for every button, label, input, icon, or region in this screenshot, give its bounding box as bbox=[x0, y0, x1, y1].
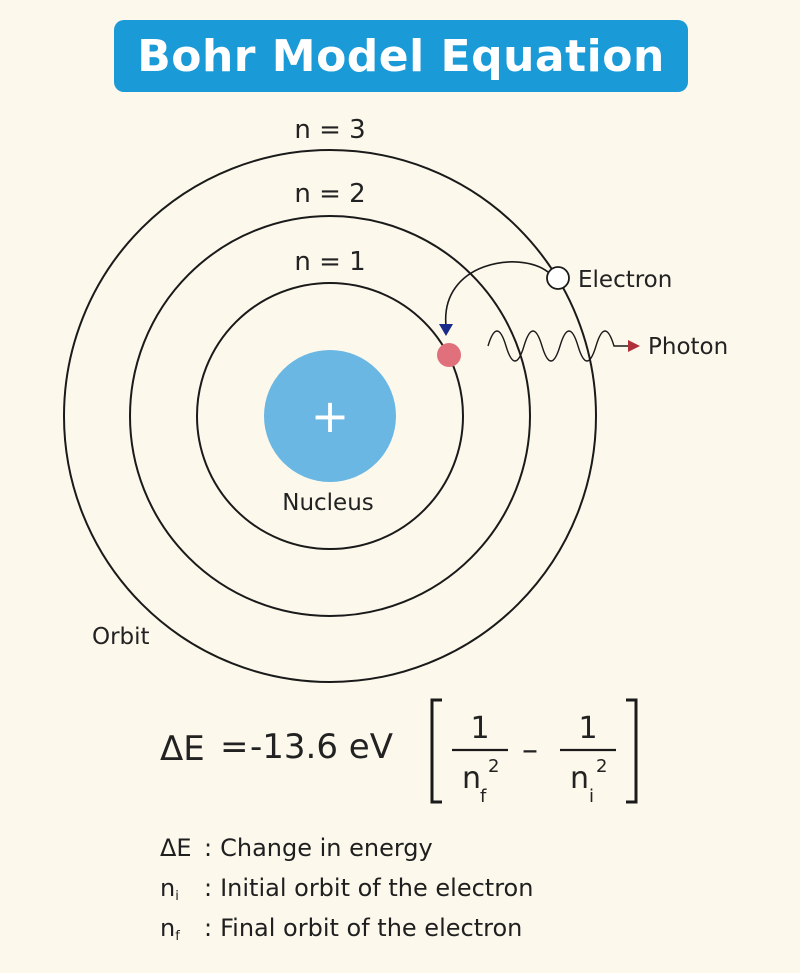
orbit-label-n2: n = 2 bbox=[294, 179, 365, 209]
bohr-equation: ΔE = -13.6 eV 1 n f 2 – 1 n i 2 bbox=[160, 698, 638, 807]
legend-description: Final orbit of the electron bbox=[220, 914, 523, 942]
electron-label: Electron bbox=[578, 267, 672, 293]
legend-symbol-main: n bbox=[160, 914, 176, 942]
legend-item: ΔE : Change in energy bbox=[160, 828, 533, 868]
legend-description: Initial orbit of the electron bbox=[220, 874, 534, 902]
legend-symbol-sub: i bbox=[175, 889, 179, 904]
orbit-n1 bbox=[196, 282, 464, 550]
equation-equals: = bbox=[220, 727, 249, 767]
orbit-label-n3: n = 3 bbox=[294, 115, 365, 145]
orbit-label-n1: n = 1 bbox=[294, 247, 365, 277]
electron-initial bbox=[546, 266, 570, 290]
transition-arrowhead-icon bbox=[439, 324, 453, 336]
legend-colon: : bbox=[204, 914, 213, 942]
fraction2-numerator: 1 bbox=[578, 711, 597, 746]
equation-lhs: ΔE bbox=[160, 729, 205, 769]
right-bracket bbox=[626, 698, 638, 804]
legend-symbol: nf bbox=[160, 914, 204, 944]
legend-item: nf : Final orbit of the electron bbox=[160, 908, 533, 948]
orbit-n2 bbox=[129, 215, 531, 617]
legend-symbol-main: n bbox=[160, 874, 176, 902]
legend-colon: : bbox=[204, 834, 213, 862]
legend: ΔE : Change in energy ni : Initial orbit… bbox=[160, 828, 533, 948]
fraction1-denominator-base: n bbox=[462, 761, 481, 796]
left-bracket bbox=[430, 698, 442, 804]
legend-symbol-sub: f bbox=[175, 929, 180, 944]
photon-wave bbox=[487, 330, 628, 362]
title-banner: Bohr Model Equation bbox=[114, 20, 688, 92]
nucleus bbox=[264, 350, 396, 482]
equation-minus: – bbox=[522, 730, 538, 768]
orbit-label: Orbit bbox=[92, 624, 150, 650]
legend-symbol: ΔE bbox=[160, 834, 204, 862]
nucleus-label: Nucleus bbox=[282, 490, 374, 516]
fraction2-denominator-sup: 2 bbox=[596, 756, 607, 777]
fraction1-denominator-sub: f bbox=[480, 786, 487, 807]
legend-symbol: ni bbox=[160, 874, 204, 904]
electron-final bbox=[437, 343, 461, 367]
legend-colon: : bbox=[204, 874, 213, 902]
bohr-atom-diagram: + Nucleus n = 3 n = 2 n = 1 Orbit Electr… bbox=[63, 115, 728, 683]
fraction2-denominator-base: n bbox=[570, 761, 589, 796]
nucleus-plus-sign: + bbox=[311, 389, 350, 443]
equation-coefficient: -13.6 eV bbox=[250, 727, 393, 767]
photon-arrowhead-icon bbox=[628, 340, 640, 352]
legend-symbol-main: ΔE bbox=[160, 834, 192, 862]
orbit-n3 bbox=[63, 149, 597, 683]
legend-description: Change in energy bbox=[220, 834, 433, 862]
page-title: Bohr Model Equation bbox=[137, 30, 665, 82]
photon-label: Photon bbox=[648, 334, 728, 360]
fraction1-denominator-sup: 2 bbox=[488, 756, 499, 777]
fraction2-denominator-sub: i bbox=[589, 786, 594, 807]
transition-arrow bbox=[445, 261, 549, 327]
fraction1-numerator: 1 bbox=[470, 711, 489, 746]
legend-item: ni : Initial orbit of the electron bbox=[160, 868, 533, 908]
